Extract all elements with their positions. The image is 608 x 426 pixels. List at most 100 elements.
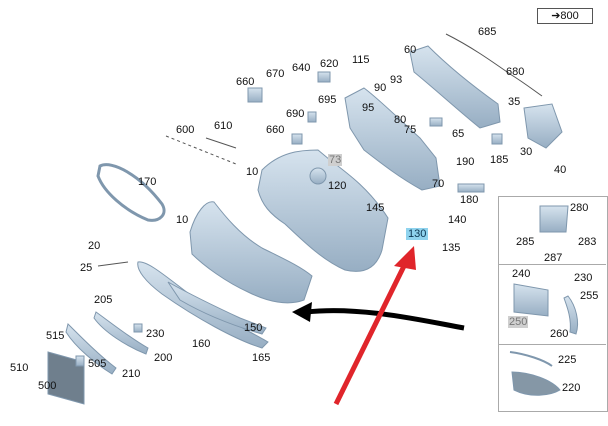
label-500[interactable]: 500 xyxy=(38,380,57,392)
label-510[interactable]: 510 xyxy=(10,362,29,374)
label-670[interactable]: 670 xyxy=(266,68,285,80)
wire-600 xyxy=(165,135,237,165)
label-250[interactable]: 250 xyxy=(508,316,529,328)
label-90[interactable]: 90 xyxy=(374,82,387,94)
part-180 xyxy=(457,183,485,193)
label-660[interactable]: 660 xyxy=(236,76,255,88)
part-690 xyxy=(307,111,317,123)
air-guide-280 xyxy=(539,205,569,233)
label-280[interactable]: 280 xyxy=(570,202,589,214)
ref-arrow-icon: ➔ xyxy=(551,10,561,22)
black-arrow-shaft xyxy=(305,308,465,331)
bumper-carrier xyxy=(344,87,441,191)
label-505[interactable]: 505 xyxy=(88,358,107,370)
plate-holder xyxy=(47,351,85,405)
label-65[interactable]: 65 xyxy=(452,128,465,140)
label-210[interactable]: 210 xyxy=(122,368,141,380)
label-680[interactable]: 680 xyxy=(506,66,525,78)
label-690[interactable]: 690 xyxy=(286,108,305,120)
label-230[interactable]: 230 xyxy=(574,272,593,284)
label-640[interactable]: 640 xyxy=(292,62,311,74)
label-75[interactable]: 75 xyxy=(404,124,417,136)
label-170[interactable]: 170 xyxy=(138,176,157,188)
label-205[interactable]: 205 xyxy=(94,294,113,306)
label-255[interactable]: 255 xyxy=(580,290,599,302)
part-65 xyxy=(429,117,443,127)
label-60[interactable]: 60 xyxy=(404,44,417,56)
strip-225 xyxy=(509,351,553,367)
part-120 xyxy=(309,167,327,185)
ref-page: 800 xyxy=(560,10,579,22)
label-287[interactable]: 287 xyxy=(544,252,563,264)
part-230a xyxy=(133,323,143,333)
label-283[interactable]: 283 xyxy=(578,236,597,248)
label-95[interactable]: 95 xyxy=(362,102,375,114)
part-660a xyxy=(247,87,263,103)
front-bumper-lower xyxy=(189,201,313,304)
side-panel-divider-1 xyxy=(498,264,606,265)
strip-210 xyxy=(65,323,117,375)
label-685[interactable]: 685 xyxy=(478,26,497,38)
label-93[interactable]: 93 xyxy=(390,74,403,86)
label-70[interactable]: 70 xyxy=(432,178,445,190)
part-620 xyxy=(317,71,331,83)
label-200[interactable]: 200 xyxy=(154,352,173,364)
part-505 xyxy=(75,355,85,367)
label-225[interactable]: 225 xyxy=(558,354,577,366)
label-285[interactable]: 285 xyxy=(516,236,535,248)
label-515[interactable]: 515 xyxy=(46,330,65,342)
grille-insert-240 xyxy=(513,283,549,317)
label-190[interactable]: 190 xyxy=(456,156,475,168)
label-130[interactable]: 130 xyxy=(406,228,429,240)
label-120[interactable]: 120 xyxy=(328,180,347,192)
label-660[interactable]: 660 xyxy=(266,124,285,136)
wire-680 xyxy=(445,33,543,97)
label-80[interactable]: 80 xyxy=(394,114,407,126)
part-660b xyxy=(291,133,303,145)
label-180[interactable]: 180 xyxy=(460,194,479,206)
label-10[interactable]: 10 xyxy=(176,214,189,226)
label-620[interactable]: 620 xyxy=(320,58,339,70)
label-140[interactable]: 140 xyxy=(448,214,467,226)
label-10[interactable]: 10 xyxy=(246,166,259,178)
label-220[interactable]: 220 xyxy=(562,382,581,394)
label-600[interactable]: 600 xyxy=(176,124,195,136)
side-bracket xyxy=(523,103,563,149)
wire-610 xyxy=(205,137,237,149)
label-230[interactable]: 230 xyxy=(146,328,165,340)
label-73[interactable]: 73 xyxy=(328,154,343,166)
page-ref[interactable]: ➔800 xyxy=(537,8,593,24)
red-arrowhead xyxy=(394,246,416,270)
red-arrow-shaft xyxy=(333,260,409,406)
trim-255 xyxy=(563,295,579,335)
label-135[interactable]: 135 xyxy=(442,242,461,254)
strip-200 xyxy=(93,311,149,355)
part-185 xyxy=(491,133,503,145)
side-panel xyxy=(498,196,608,412)
label-165[interactable]: 165 xyxy=(252,352,271,364)
label-695[interactable]: 695 xyxy=(318,94,337,106)
label-40[interactable]: 40 xyxy=(554,164,567,176)
impact-beam xyxy=(409,45,501,129)
grille-220 xyxy=(511,371,561,396)
label-185[interactable]: 185 xyxy=(490,154,509,166)
label-145[interactable]: 145 xyxy=(366,202,385,214)
side-panel-divider-2 xyxy=(498,344,606,345)
label-240[interactable]: 240 xyxy=(512,268,531,280)
label-25[interactable]: 25 xyxy=(80,262,93,274)
label-150[interactable]: 150 xyxy=(244,322,263,334)
wire-25 xyxy=(97,261,129,267)
label-115[interactable]: 115 xyxy=(352,54,370,66)
label-20[interactable]: 20 xyxy=(88,240,101,252)
grille-frame xyxy=(96,163,166,222)
label-260[interactable]: 260 xyxy=(550,328,569,340)
spoiler-150 xyxy=(167,281,267,335)
front-bumper-upper xyxy=(257,149,389,272)
black-arrowhead xyxy=(292,302,312,322)
label-610[interactable]: 610 xyxy=(214,120,233,132)
label-160[interactable]: 160 xyxy=(192,338,211,350)
label-30[interactable]: 30 xyxy=(520,146,533,158)
label-35[interactable]: 35 xyxy=(508,96,521,108)
